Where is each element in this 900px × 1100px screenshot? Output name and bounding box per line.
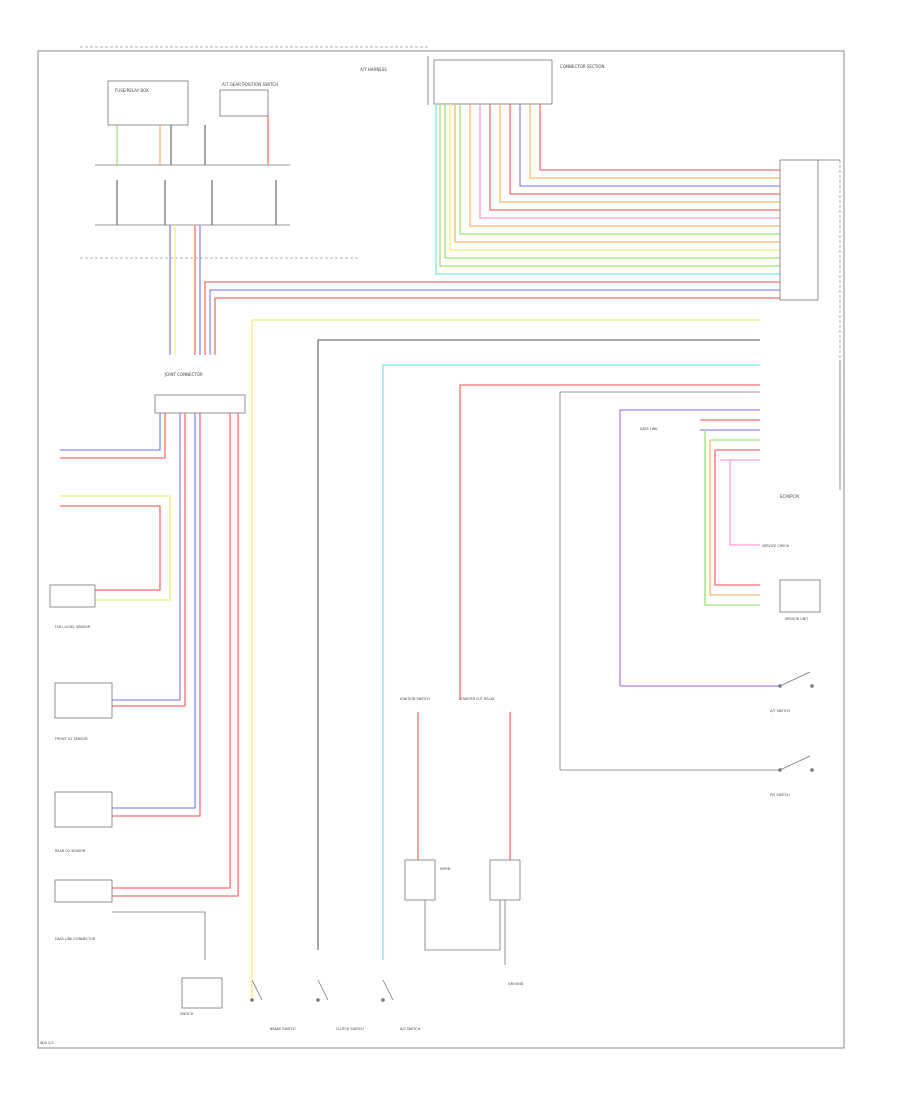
center-relay-wires: HORN GROUND <box>404 712 524 986</box>
bottom-switch-group: SWITCH BRAKE SWITCH CLUTCH SWITCH A/C SW… <box>180 977 421 1031</box>
mid-note-label: DATA LINK <box>640 427 658 431</box>
sensor-unit-box <box>779 579 821 613</box>
rear-o2-label: REAR O2 SENSOR <box>55 849 86 853</box>
data-link-connector-box <box>54 879 113 903</box>
joint-connector-label: JOINT CONNECTOR <box>164 372 203 377</box>
gear-position-switch-box <box>219 89 269 117</box>
bottom-switch-3-label: CLUTCH SWITCH <box>336 1027 364 1031</box>
dlc-gray-wire <box>112 911 206 960</box>
service-check-label: SERVICE CHECK <box>762 544 790 548</box>
right-switch-1: A/T SWITCH <box>620 671 814 713</box>
right-switch-2: P/S SWITCH <box>560 755 814 797</box>
bottom-switch-1-label: SWITCH <box>180 1012 194 1016</box>
diagram-frame <box>37 50 845 1049</box>
footer-text: W/D 2/2 <box>40 1041 54 1045</box>
connector-section-box <box>433 59 553 105</box>
front-o2-sensor-box <box>54 682 113 719</box>
ground-label: GROUND <box>508 982 524 986</box>
ignition-switch-label: IGNITION SWITCH <box>400 697 430 701</box>
fuel-level-sensor: FUEL LEVEL SENSOR <box>49 495 171 629</box>
fuel-sensor-label: FUEL LEVEL SENSOR <box>55 625 91 629</box>
top-left-wires <box>95 116 290 226</box>
fuse-relay-box <box>107 80 189 126</box>
at-switch-label: A/T SWITCH <box>770 709 790 713</box>
joint-connector <box>154 394 246 414</box>
ecm-harness-wires <box>204 104 780 355</box>
fuse-relay-box-label: FUSE/RELAY BOX <box>115 88 149 93</box>
sensor-unit-label: SENSOR UNIT <box>785 617 809 621</box>
ps-switch-label: P/S SWITCH <box>770 793 790 797</box>
rear-o2-sensor-box <box>54 791 113 828</box>
right-mid-wires <box>251 319 760 1000</box>
horn-label: HORN <box>440 867 451 871</box>
ecm-module-label: ECM/PCM <box>780 494 799 499</box>
ecm-terminal-block <box>779 159 819 301</box>
joint-connector-wires <box>60 413 239 897</box>
at-harness-label: A/T HARNESS <box>360 67 387 72</box>
connector-section-label: CONNECTOR SECTION <box>560 64 605 69</box>
front-o2-label: FRONT O2 SENSOR <box>55 737 88 741</box>
starter-cut-label: STARTER CUT RELAY <box>460 697 496 701</box>
sensor-unit-wires <box>704 430 760 606</box>
bottom-switch-4-label: A/C SWITCH <box>400 1027 421 1031</box>
upper-vertical-wires <box>169 225 201 355</box>
gear-position-switch-label: A/T GEAR POSITION SWITCH <box>222 82 278 87</box>
data-link-connector-label: DATA LINK CONNECTOR <box>55 937 96 941</box>
bottom-switch-2-label: BRAKE SWITCH <box>270 1027 296 1031</box>
